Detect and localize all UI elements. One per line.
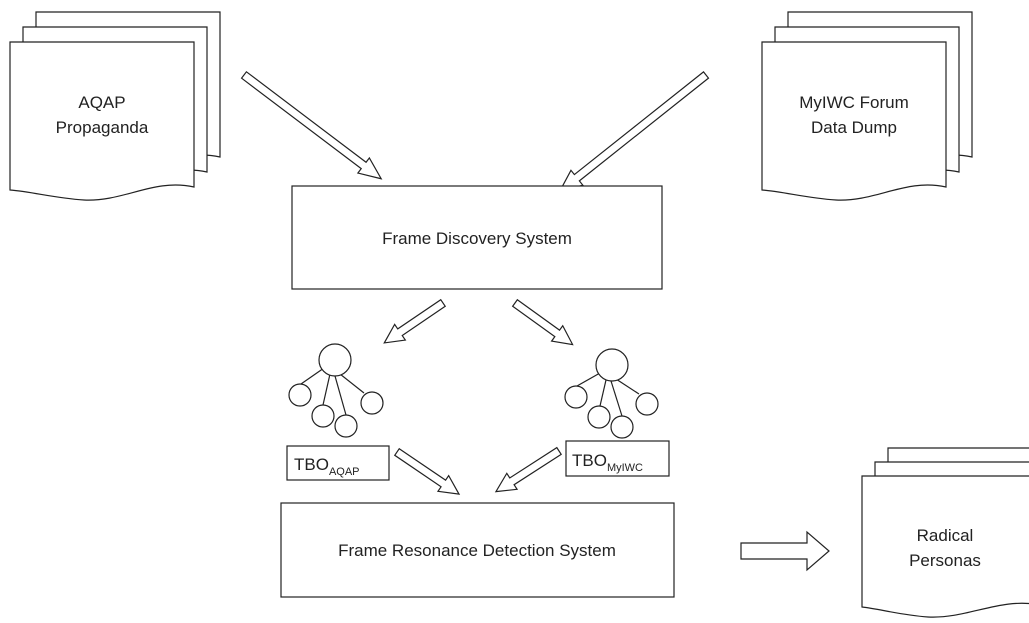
svg-text:TBOMyIWC: TBOMyIWC bbox=[572, 451, 643, 474]
tree-child-node bbox=[288, 383, 312, 407]
arrow-resonance-to-personas bbox=[740, 530, 830, 572]
myiwc-label-line1: MyIWC Forum bbox=[799, 93, 909, 112]
radical-label-line1: Radical bbox=[917, 526, 974, 545]
radical-personas-document-stack: Radical Personas bbox=[861, 447, 1029, 618]
arrow-discovery-to-tbo-myiwc bbox=[511, 298, 574, 346]
aqap-label-line2: Propaganda bbox=[56, 118, 149, 137]
tbo-aqap-box bbox=[286, 445, 390, 481]
tbo-myiwc-base: TBO bbox=[572, 451, 607, 470]
arrow-aqap-to-discovery bbox=[240, 70, 383, 180]
tbo-myiwc-box bbox=[565, 440, 670, 477]
tbo-myiwc-label: TBOMyIWC bbox=[565, 440, 670, 477]
tbo-aqap-base: TBO bbox=[294, 455, 329, 474]
tree-child-node bbox=[564, 385, 588, 409]
tbo-aqap-label: TBOAQAP bbox=[286, 445, 390, 481]
myiwc-label-line2: Data Dump bbox=[811, 118, 897, 137]
tree-child-node bbox=[587, 405, 611, 429]
arrow-tbo-myiwc-to-resonance bbox=[494, 446, 562, 493]
myiwc-data-dump-document-stack: MyIWC Forum Data Dump bbox=[761, 11, 973, 201]
document-page-front bbox=[9, 41, 195, 201]
arrow-discovery-to-tbo-aqap bbox=[383, 298, 447, 344]
tbo-myiwc-subscript: MyIWC bbox=[607, 462, 643, 474]
tree-child-node bbox=[610, 415, 634, 439]
tbo-myiwc-tree-icon bbox=[564, 348, 659, 439]
tree-child-node bbox=[311, 404, 335, 428]
tree-root-node bbox=[595, 348, 629, 382]
frame-discovery-label: Frame Discovery System bbox=[382, 229, 572, 248]
frame-discovery-system: Frame Discovery System bbox=[291, 185, 663, 290]
tree-child-node bbox=[360, 391, 384, 415]
radical-label-line2: Personas bbox=[909, 551, 981, 570]
tbo-aqap-tree-icon bbox=[288, 343, 384, 438]
aqap-propaganda-document-stack: AQAP Propaganda bbox=[9, 11, 221, 201]
arrow-tbo-aqap-to-resonance bbox=[393, 447, 461, 495]
document-page-front bbox=[761, 41, 947, 201]
svg-text:TBOAQAP: TBOAQAP bbox=[294, 455, 360, 478]
aqap-label-line1: AQAP bbox=[78, 93, 125, 112]
tree-child-node bbox=[635, 392, 659, 416]
arrow-myiwc-to-discovery bbox=[558, 71, 710, 193]
tree-root-node bbox=[318, 343, 352, 377]
frame-resonance-box bbox=[280, 502, 675, 598]
tree-child-node bbox=[334, 414, 358, 438]
frame-resonance-label: Frame Resonance Detection System bbox=[338, 541, 616, 560]
frame-discovery-box bbox=[291, 185, 663, 290]
document-page-front bbox=[861, 475, 1029, 618]
tbo-aqap-subscript: AQAP bbox=[329, 466, 360, 478]
frame-resonance-detection-system: Frame Resonance Detection System bbox=[280, 502, 675, 598]
